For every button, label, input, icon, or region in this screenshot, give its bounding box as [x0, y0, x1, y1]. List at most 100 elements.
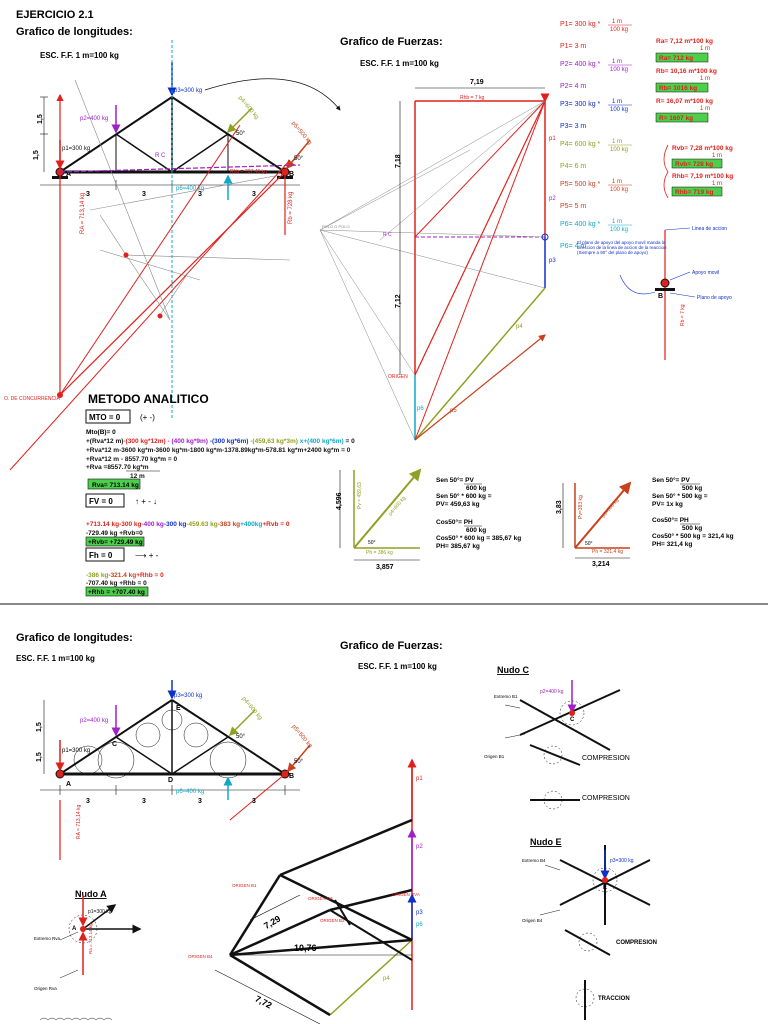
bottom-force-p2: p2 [416, 844, 423, 850]
load-list-frac: 1 m [612, 59, 622, 65]
bottom-load-p2: p2=400 kg [80, 718, 108, 724]
bottom-span-4: 3 [252, 798, 256, 805]
fv-box [85, 493, 125, 508]
force-pole: POLO O POLO [322, 224, 350, 229]
result-formula: Rb= 10,16 m*100 kg [656, 68, 717, 75]
bottom-span-2: 3 [142, 798, 146, 805]
result-box [655, 82, 709, 93]
load-list-item: P6= 4 m [560, 243, 586, 250]
nudo-a-extremo: Extremo Rva [34, 936, 61, 941]
load-list-item: P1= 300 kg * [560, 21, 601, 28]
bottom-dim-1-5-top: 1,5 [36, 722, 43, 732]
equation-4: +Rva =8557.70 kg*m [86, 464, 149, 471]
result2-box [671, 158, 723, 169]
funicular-lines [9, 78, 341, 471]
load-list-den: 100 kg [610, 147, 628, 153]
bottom-ra-label: RA = 713,14 kg [76, 804, 82, 839]
bottom-node-e: E [176, 705, 181, 712]
equation-3: +Rva*12 m - 8557.70 kg*m = 0 [86, 456, 177, 463]
equation-7: -386 kg-321.4 kg+Rhb = 0 [86, 572, 164, 579]
load-list-frac: 1 m [612, 99, 622, 105]
decomp2-l1: Sen 50°= PV [652, 476, 690, 484]
decomp2-l4d: 500 kg [682, 525, 702, 532]
bottom-force-p4: p4 [383, 976, 390, 982]
rb-label: Rb = 728 kg [288, 191, 294, 224]
equation-5: +713.14 kg-300 kg-400 kg-300 kg-459.63 k… [86, 521, 290, 528]
equation-2: +Rva*12 m-3600 kg*m-3600 kg*m-1800 kg*m-… [86, 447, 351, 454]
rvb-value: +Rvb= +729.49 kg [88, 539, 143, 546]
rc-label: R C [155, 153, 166, 159]
bottom-span-1: 3 [86, 798, 90, 805]
nudo-a-node: A [72, 926, 77, 932]
load-p6-label: p6=400 kg [176, 186, 204, 192]
force-width-dim: 7,19 [470, 79, 484, 86]
forces-scale: ESC. F.F. 1 m=100 kg [360, 59, 439, 68]
result2-den: 1 m [712, 153, 722, 159]
result-box [655, 112, 709, 123]
force-polygon-bottom [214, 758, 417, 1024]
load-p2-label: p2=400 kg [80, 116, 108, 122]
equation-5-part: -300 kg [119, 521, 141, 528]
dim-1-5-top: 1,5 [37, 114, 44, 124]
force-rhb: Rhb = 7 kg [460, 95, 485, 101]
decomp1-pv: Pv = 459,63 [357, 482, 363, 509]
equation-5-part: +Rvb = 0 [262, 521, 289, 528]
fv-label: FV = 0 [89, 497, 113, 506]
nudo-a-origen: Origen Rva [34, 986, 57, 991]
angle-50-b: 50° [294, 156, 304, 162]
load-list-item: P2= 4 m [560, 83, 586, 90]
decomp2-angle: 50° [585, 541, 593, 547]
bottom-lengths-scale: ESC. F.F. 1 m=100 kg [16, 654, 95, 663]
decomp2-pv: Pv=383 kg [578, 495, 584, 519]
nudo-a-ra: Ra = 713,14 kg [88, 923, 93, 954]
load-list-den: 100 kg [610, 107, 628, 113]
load-list-frac: 1 m [612, 19, 622, 25]
bottom-load-p5: p5=500 kg [290, 724, 313, 749]
support-b-label: B [658, 293, 663, 300]
bottom-force-p6: p6 [416, 922, 423, 928]
bottom-span-3: 3 [198, 798, 202, 805]
decomp2-l5: Cos50° * 500 kg = 321,4 kg [652, 532, 734, 540]
load-list-item: P2= 400 kg * [560, 61, 601, 68]
node-b-label: B [289, 171, 294, 178]
bottom-angle-50a: 50° [236, 734, 246, 740]
decomp2-l3: PV= 1x kg [652, 501, 683, 508]
load-p1-label: p1=300 kg [62, 146, 90, 152]
result2-formula: Rvb= 7,28 m*100 kg [672, 145, 733, 152]
load-conversion-list: P1= 300 kg * 1 m 100 kg P1= 3 m P2= 400 kg *… [560, 19, 632, 250]
nudo-e-node: E [603, 885, 607, 891]
load-list-item: P1= 3 m [560, 43, 586, 50]
equation-4-den: 12 m [130, 473, 145, 480]
load-list-item: P5= 5 m [560, 203, 586, 210]
nudo-e-p3: p3=300 kg [610, 858, 634, 864]
bottom-node-d: D [168, 777, 173, 784]
nudo-e-diagram [539, 845, 651, 1020]
decomposition-p5 [562, 481, 632, 559]
bottom-dim-10-76: 10,76 [294, 943, 317, 953]
rva-value: Rva= 713.14 kg [92, 482, 139, 489]
equation-5-part: -383 kg [218, 521, 240, 528]
load-p5-arrow [286, 139, 311, 170]
support-mobile-label: Apoyo movil [692, 270, 719, 276]
result2-value: Rvb= 728 kg [675, 161, 713, 168]
decomp1-height: 4,596 [336, 492, 343, 510]
lengths-scale: ESC. F.F. 1 m=100 kg [40, 51, 119, 60]
load-list-item: P3= 3 m [560, 123, 586, 130]
equation-1-part: = 0 [344, 438, 355, 445]
result-formula: Ra= 7,12 m*100 kg [656, 38, 713, 45]
nudo-c-extremo: Extremo B1 [494, 694, 518, 699]
force-p5: p5 [450, 408, 457, 414]
nudo-e-origen: Origen B4 [522, 918, 543, 923]
load-list-frac: 1 m [612, 179, 622, 185]
equation-7-part: -386 kg [86, 572, 108, 579]
force-origin: ORIGEN [388, 374, 408, 380]
nudo-c-compresion-2: COMPRESION [582, 795, 630, 802]
load-list-item: P4= 600 kg * [560, 141, 601, 148]
bottom-origin-b2: ORIGEN B2 [320, 918, 345, 923]
result2-value: Rhb= 719 kg [675, 189, 714, 196]
decomp2-l4: Cos50°= PH [652, 516, 689, 524]
method-title: METODO ANALITICO [88, 392, 209, 406]
concurrency-label: O. DE CONCURRENCIA [4, 396, 61, 402]
force-height-dim: 7,18 [395, 154, 402, 168]
